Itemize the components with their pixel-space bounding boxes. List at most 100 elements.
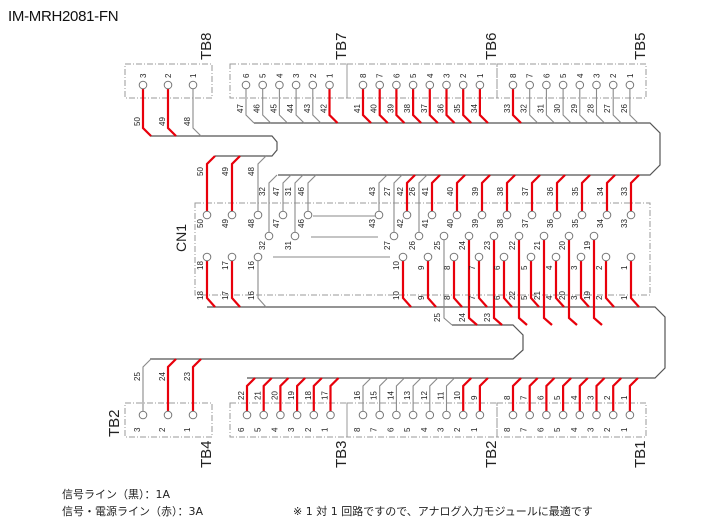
wire-32 [268,174,278,232]
wire-16 [257,261,267,308]
terminal-block-label: TB1 [632,440,649,468]
wire-18 [312,377,323,411]
wire-label: 18 [304,391,313,400]
bus-tb8 [150,135,278,157]
wire-4 [578,377,589,411]
terminal-pin [242,410,252,420]
wire-50 [141,89,152,137]
terminal-block-side-label: TB2 [106,409,123,437]
wire-label: 25 [433,313,442,322]
wire-label: 24 [158,372,167,381]
wire-38 [505,174,516,211]
terminal-pin [241,80,251,90]
terminal-pin [292,410,302,420]
cn1-pin [227,252,237,262]
wire-40 [378,89,389,124]
wire-label: 10 [392,291,401,300]
wire-label: 26 [620,104,629,113]
wire-label: 16 [247,291,256,300]
cn1-pin [202,210,212,220]
terminal-pin [375,80,385,90]
cn1-pin [389,231,399,241]
cn1-pin-label: 2 [595,265,604,270]
pin-label: 5 [559,73,568,78]
cn1-pin-label: 50 [196,219,205,228]
wire-46 [262,89,272,124]
pin-label: 7 [370,427,379,432]
wire-label: 21 [533,291,542,300]
cn1-pin-label: 23 [483,241,492,250]
wire-37 [428,89,439,124]
wire-label: 1 [620,395,629,400]
terminal-pin [291,80,301,90]
wire-49 [166,89,177,137]
wire-label: 2 [603,395,612,400]
wire-5 [561,377,572,411]
pin-label: 1 [183,427,192,432]
wire-label: 36 [437,104,446,113]
wire-label: 39 [471,187,480,196]
wire-17 [230,261,241,308]
pin-label: 8 [509,73,518,78]
wire-13 [412,377,422,411]
cn1-pin-label: 5 [520,265,529,270]
terminal-block-label: TB6 [483,32,500,60]
wire-label: 43 [368,187,377,196]
cn1-pin-label: 16 [247,261,256,270]
wire-8 [511,377,522,411]
terminal-block-tb6 [346,63,498,99]
wire-label: 23 [483,313,492,322]
wire-4 [554,261,565,308]
wire-label: 29 [570,104,579,113]
terminal-pin [625,410,635,420]
wire-label: 10 [453,391,462,400]
cn1-pin [227,210,237,220]
footnote: ※ 1 対 1 回路ですので、アナログ入力モジュールに最適です [293,505,593,518]
terminal-pin [188,80,198,90]
pin-label: 4 [426,73,435,78]
terminal-block-tb5 [496,63,647,99]
cn1-pin [202,252,212,262]
wire-label: 50 [196,167,205,176]
wire-label: 33 [620,187,629,196]
wire-label: 42 [396,187,405,196]
signal-line-rating: 信号ライン（黒）：1A [62,488,171,501]
cn1-pin [551,252,561,262]
wire-label: 48 [183,117,192,126]
cn1-pin-label: 21 [533,241,542,250]
terminal-pin [508,410,518,420]
terminal-block-label: TB5 [632,32,649,60]
wire-17 [329,377,340,411]
cn1-pin [423,252,433,262]
wire-2 [612,377,622,411]
wire-45 [278,89,288,124]
terminal-pin [442,410,451,420]
terminal-block-label: TB7 [333,32,350,60]
wire-2 [604,261,615,308]
wire-46 [307,174,317,211]
cn1-pin-label: 26 [408,241,417,250]
wire-label: 35 [571,187,580,196]
wire-40 [455,174,466,211]
wire-label: 32 [520,104,529,113]
wire-label: 32 [258,187,267,196]
pin-label: 2 [304,427,313,432]
wire-35 [580,174,591,211]
wire-label: 16 [353,391,362,400]
wire-label: 15 [370,391,379,400]
cn1-pin-label: 34 [596,219,605,228]
wire-label: 2 [595,295,604,300]
terminal-block-tb3 [229,402,348,438]
wire-label: 27 [383,187,392,196]
wire-25 [142,358,152,411]
pin-label: 2 [609,73,618,78]
cn1-pin-label: 42 [396,219,405,228]
cn1-pin [264,231,274,241]
cn1-pin-label: 3 [570,265,579,270]
wire-label: 37 [420,104,429,113]
wire-label: 45 [269,104,278,113]
wire-label: 39 [386,104,395,113]
wire-31 [294,174,304,232]
wire-label: 38 [403,104,412,113]
wire-19 [296,377,306,411]
